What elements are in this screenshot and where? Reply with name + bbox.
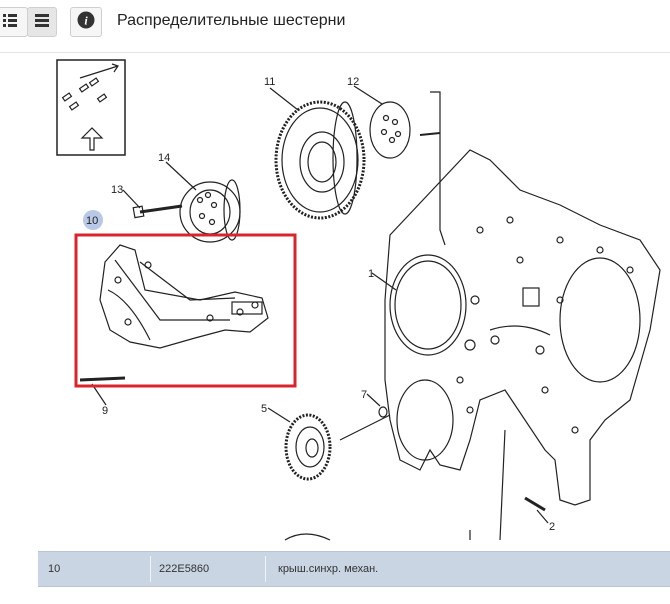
toolbar: i Распределительные шестерни — [0, 0, 670, 50]
selected-part-highlight — [74, 233, 297, 388]
info-icon: i — [77, 11, 95, 34]
parts-diagram: 1 2 5 7 9 10 11 12 13 14 — [0, 55, 670, 545]
detail-view-button[interactable] — [27, 7, 57, 37]
callout-1[interactable]: 1 — [368, 268, 374, 280]
part-number-cell: 222E5860 — [159, 563, 210, 575]
callout-14[interactable]: 14 — [158, 152, 170, 164]
callout-10[interactable]: 10 — [86, 215, 98, 227]
position-cell: 10 — [48, 563, 61, 575]
menu-icon — [35, 13, 49, 32]
callout-2[interactable]: 2 — [549, 521, 555, 533]
gear-part-icon — [274, 100, 366, 220]
timing-cover-part-icon — [384, 149, 661, 506]
diagram-canvas: 1 2 5 7 9 10 11 12 13 14 — [56, 59, 661, 541]
callout-12[interactable]: 12 — [347, 76, 359, 88]
disc-part-icon — [369, 101, 441, 159]
orientation-legend-icon — [56, 59, 126, 156]
table-row[interactable]: 10 222E5860 крыш.синхр. механ. — [38, 551, 670, 587]
callout-5[interactable]: 5 — [261, 403, 267, 415]
column-divider — [265, 556, 266, 582]
description-cell: крыш.синхр. механ. — [278, 563, 379, 575]
small-gear-part-icon — [284, 413, 391, 481]
list-view-button[interactable] — [0, 7, 28, 37]
column-divider — [150, 556, 151, 582]
selected-callout-bubble — [83, 210, 103, 230]
toolbar-divider — [0, 52, 670, 53]
page-title: Распределительные шестерни — [117, 12, 346, 29]
pulley-part-icon — [179, 179, 241, 243]
callout-11[interactable]: 11 — [264, 76, 275, 88]
svg-text:i: i — [84, 13, 88, 27]
bolt-part-icon — [132, 204, 183, 219]
callout-7[interactable]: 7 — [361, 389, 367, 401]
list-icon — [3, 13, 17, 32]
callout-13[interactable]: 13 — [111, 184, 123, 196]
callout-9[interactable]: 9 — [102, 405, 108, 417]
info-button[interactable]: i — [70, 7, 102, 37]
cover-plate-part-icon — [99, 244, 269, 349]
